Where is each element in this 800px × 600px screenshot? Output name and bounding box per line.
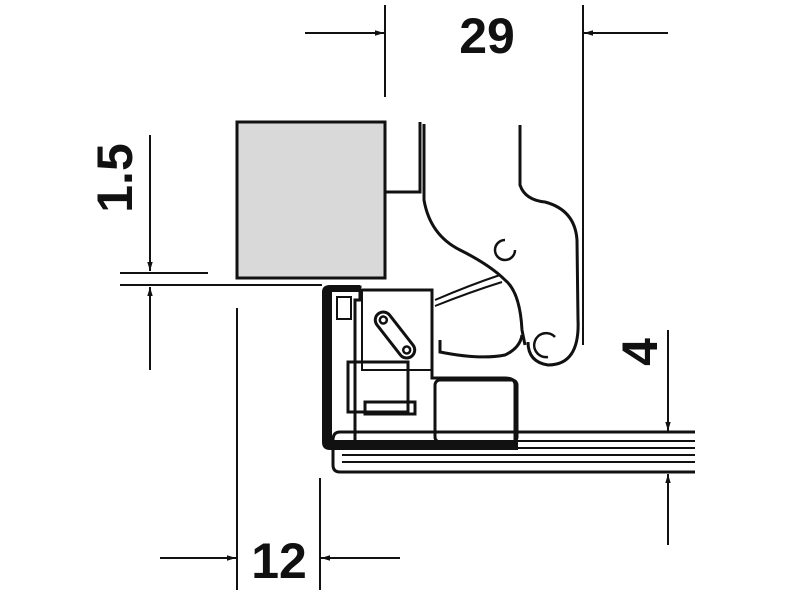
mounting-plate <box>331 430 695 474</box>
label-1-5: 1.5 <box>87 143 143 213</box>
label-29: 29 <box>459 8 515 64</box>
dimension-1-5 <box>120 135 322 370</box>
hinge-housing <box>322 285 519 450</box>
dimension-29 <box>305 5 668 345</box>
hinge-arm <box>385 122 580 367</box>
label-12: 12 <box>251 533 307 589</box>
cabinet-panel <box>235 120 387 280</box>
dimension-12 <box>160 308 400 590</box>
label-4: 4 <box>612 338 668 366</box>
